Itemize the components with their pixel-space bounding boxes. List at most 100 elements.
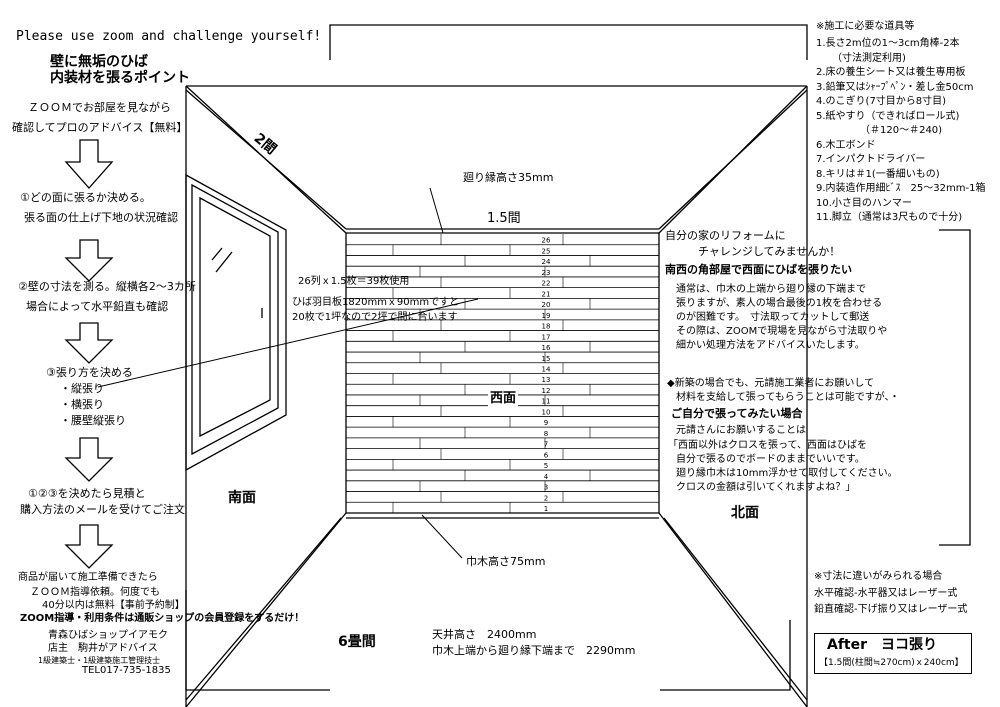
- tools-item: 6.木工ボンド: [816, 139, 876, 151]
- tools-item: 4.のこぎり(7寸目から8寸目): [816, 96, 947, 107]
- plank-row-number: 17: [542, 333, 551, 341]
- tools-title: ※施工に必要な道具等: [816, 21, 915, 32]
- step3-b: ・縦張り: [60, 382, 104, 395]
- quote-q4: クロスの金額は引いてくれますよね？」: [676, 482, 856, 493]
- bottom-bracket-left: [185, 590, 330, 691]
- plank-row-number: 14: [542, 366, 551, 374]
- plank-row-number: 7: [544, 441, 548, 449]
- arrow-down-icon: [64, 139, 114, 189]
- title-line-2: 内装材を張るポイント: [50, 70, 190, 86]
- shop-owner: 店主 駒井がアドバイス: [48, 643, 158, 654]
- step-arrows: [64, 139, 114, 569]
- shop-name: 青森ひばショップイアモク: [48, 630, 168, 641]
- corner-line-bottom-left: [185, 512, 347, 707]
- step4-a: ①②③を決めたら見積と: [28, 487, 146, 500]
- label-north: 北面: [731, 505, 759, 521]
- tools-item: 1.長さ2m位の1～3cm角棒-2本: [816, 38, 960, 49]
- newbuild-n4: 元請さんにお願いすることは: [676, 425, 806, 436]
- after-title: After ヨコ張り: [827, 637, 938, 653]
- after-box: After ヨコ張り 【1.5間(柱間≒270cm)ｘ240cm】: [814, 633, 972, 674]
- arrow-down-icon: [64, 524, 114, 569]
- quote-q3: 廻り縁巾木は10mm浮かせて取付してください。: [676, 468, 898, 479]
- challenge-p2: 張りますが、素人の場合最後の1枚を合わせる: [676, 298, 883, 309]
- plank-row-number: 24: [542, 258, 551, 266]
- plank-row-number: 15: [542, 355, 551, 363]
- challenge-p5: 細かい処理方法をアドバイスいたします。: [676, 340, 865, 351]
- tools-item: （寸法測定利用): [832, 52, 906, 64]
- note-plumb: 鉛直確認-下げ振り又はレーザー式: [814, 604, 968, 615]
- step3-c: ・横張り: [60, 398, 104, 411]
- tools-item: 2.床の養生シート又は養生専用板: [816, 67, 966, 78]
- tools-item: 5.紙やすり（できればロール式): [816, 110, 960, 122]
- corner-line-bottom-right: [658, 512, 808, 707]
- label-mawaribuchi: 廻り縁高さ35mm: [463, 171, 554, 184]
- step5-c: 40分以内は無料【事前予約制】: [42, 600, 185, 611]
- calc-line-1: 26列ｘ1.5枚＝39枚使用: [298, 276, 410, 287]
- tools-item: 8.キリは＃1(一番細いもの): [816, 168, 940, 180]
- label-1-5ken: 1.5間: [487, 211, 521, 226]
- plank-row-number: 4: [544, 473, 549, 481]
- arrow-down-icon: [64, 322, 114, 364]
- challenge-heading: Please use zoom and challenge yourself!: [16, 29, 322, 44]
- plank-row-number: 5: [544, 462, 548, 470]
- newbuild-n2: 材料を支給して張ってもらうことは可能ですが、・: [676, 392, 900, 403]
- label-ceiling: 天井高さ 2400mm: [432, 628, 537, 641]
- plank-row-number: 12: [542, 387, 551, 395]
- newbuild-n3: ご自分で張ってみたい場合: [671, 407, 803, 420]
- bottom-bracket-right: [660, 620, 791, 691]
- plank-row-number: 13: [542, 376, 551, 384]
- step1-b: 張る面の仕上げ下地の状況確認: [24, 211, 178, 224]
- plank-row-number: 8: [544, 430, 548, 438]
- plank-row-number: 21: [542, 290, 551, 298]
- label-habaki: 巾木高さ75mm: [466, 555, 546, 568]
- challenge-p3: のが困難です。 寸法取ってカットして郵送: [676, 312, 870, 323]
- plank-row-number: 1: [544, 505, 548, 513]
- tools-item: 3.鉛筆又はｼｬｰﾌﾟﾍﾟﾝ・差し金50cm: [816, 81, 974, 93]
- step5-b: ＺＯＯＭ指導依頼。何度でも: [30, 587, 160, 598]
- after-subtitle: 【1.5間(柱間≒270cm)ｘ240cm】: [819, 658, 964, 668]
- plank-row-number: 23: [542, 269, 551, 277]
- window: [185, 173, 287, 472]
- plank-row-number: 11: [542, 398, 551, 406]
- step3-d: ・腰壁縦張り: [60, 414, 126, 427]
- plank-row-number: 18: [542, 323, 551, 331]
- tools-item: 11.脚立（通常は3尺もので十分): [816, 212, 963, 223]
- arrow-down-icon: [64, 239, 114, 282]
- plank-row-number: 25: [542, 247, 551, 255]
- label-rooms: 6畳間: [338, 634, 376, 650]
- challenge-p1: 通常は、巾木の上端から廻り縁の下端まで: [676, 284, 866, 295]
- plank-row-number: 3: [544, 484, 548, 492]
- plank-row-number: 9: [544, 419, 548, 427]
- note-level: 水平確認-水平器又はレーザー式: [814, 588, 958, 599]
- tools-item: 9.内装造作用細ﾋﾞｽ 25～32mm-1箱: [816, 183, 986, 194]
- step1-a: ①どの面に張るか決める。: [20, 191, 151, 204]
- leader-line-yokobari: [97, 298, 479, 388]
- plank-row-number: 10: [542, 408, 551, 416]
- plank-row-number: 22: [542, 280, 551, 288]
- calc-line-2: ひば羽目板1820mmｘ90mmですと: [292, 297, 460, 308]
- top-bracket: [329, 24, 808, 60]
- challenge-l1: 自分の家のリフォームに: [665, 229, 786, 242]
- quote-q2: 自分で張るのでボードのままでいいです。: [676, 454, 865, 465]
- intro-line-1: ＺＯＯＭでお部屋を見ながら: [28, 101, 171, 114]
- plank-row-number: 2: [544, 494, 548, 502]
- plank-row-number: 19: [542, 312, 551, 320]
- quote-q1: 「西面以外はクロスを張って、西面はひばを: [668, 440, 867, 451]
- note-diff: ※寸法に違いがみられる場合: [814, 571, 943, 582]
- plank-row-number: 16: [542, 344, 551, 352]
- plank-row-number: 6: [544, 451, 549, 459]
- challenge-l3: 南西の角部屋で西面にひばを張りたい: [665, 263, 852, 276]
- step2-b: 場合によって水平鉛直も確認: [26, 300, 169, 313]
- label-west: 西面: [488, 391, 519, 407]
- tools-item: 7.インパクトドライバー: [816, 154, 926, 165]
- arrow-down-icon: [64, 437, 114, 482]
- newbuild-n1: ◆新築の場合でも、元請施工業者にお願いして: [667, 378, 875, 389]
- step5-d: ZOOM指導・利用条件は通販ショップの会員登録をするだけ！: [20, 613, 305, 624]
- leader-line-mawaribuchi: [429, 187, 444, 234]
- side-bracket: [939, 229, 971, 546]
- challenge-l2: チャレンジしてみませんか！: [698, 245, 841, 258]
- label-south: 南面: [228, 490, 256, 506]
- intro-line-2: 確認してプロのアドバイス【無料】: [12, 121, 188, 134]
- step4-b: 購入方法のメールを受けてご注文: [20, 503, 185, 516]
